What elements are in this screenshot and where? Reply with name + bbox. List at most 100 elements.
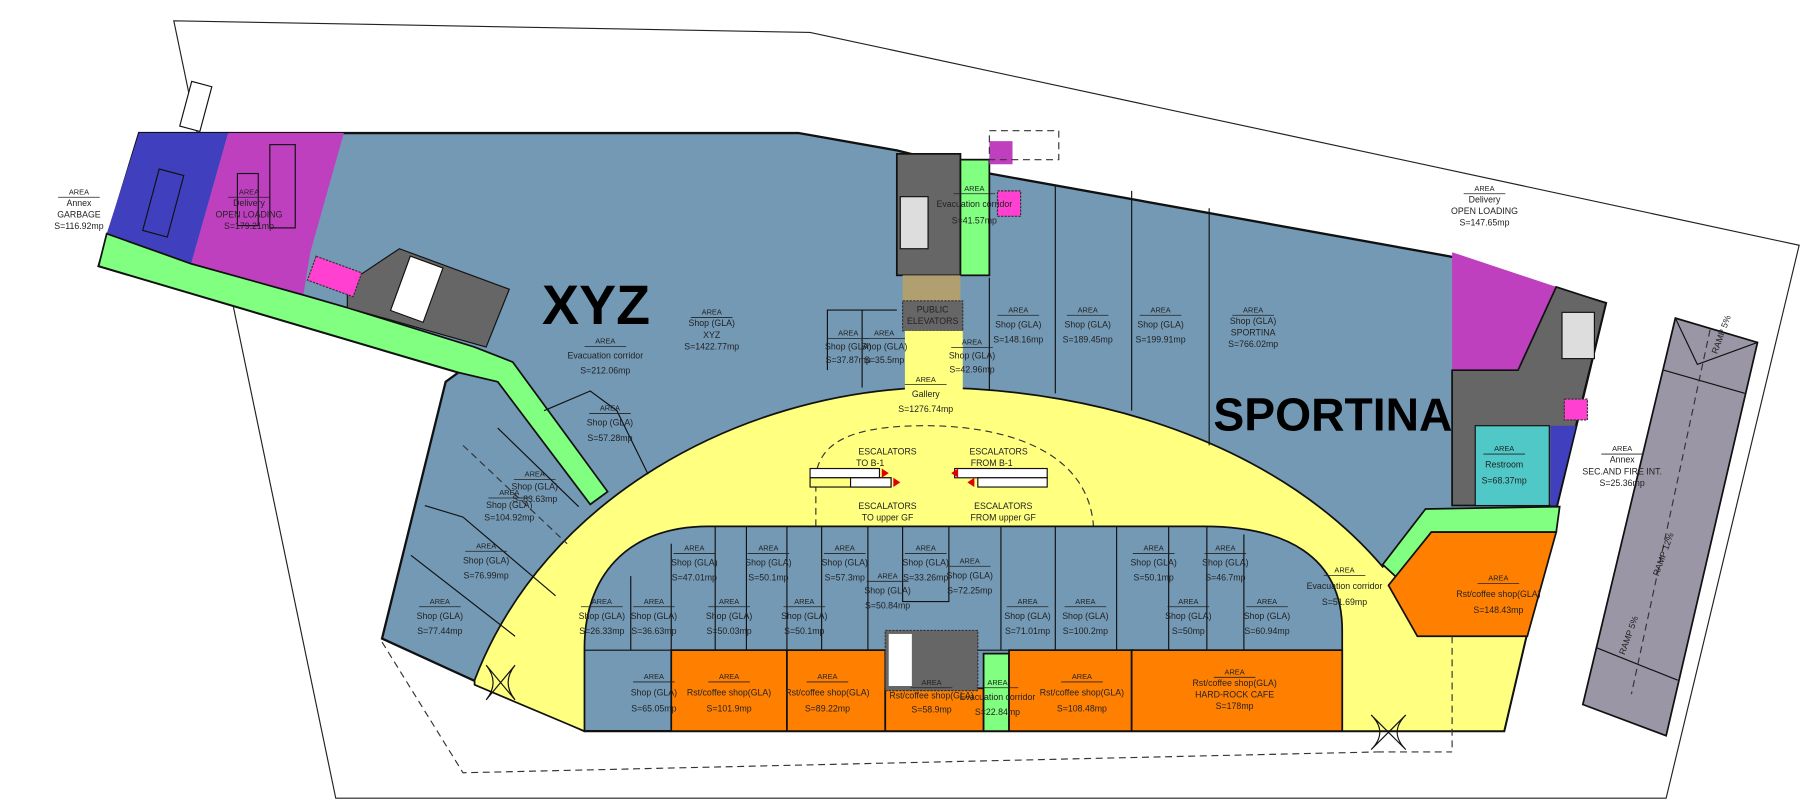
truck-outline-top [988,130,1060,161]
area-name: OPEN LOADING [216,209,283,219]
area-name: Restroom [1485,459,1523,469]
area-tag: AREA [239,187,259,196]
area-tag: AREA [916,544,936,553]
area-size: S=104.92mp [484,513,534,523]
area-name: XYZ [703,330,721,340]
area-name: Shop (GLA) [1137,319,1183,329]
elevator-right [1563,398,1589,421]
area-tag: AREA [644,672,664,681]
area-name: Shop (GLA) [995,319,1041,329]
annex-garbage-area [106,133,229,264]
ramp-lines [1674,317,1758,366]
area-size: S=83.63mp [512,494,557,504]
area-tag: AREA [1078,305,1098,314]
truck-icon [236,172,259,227]
area-tag: AREA [684,544,704,553]
escalator-label: ESCALATORS [970,447,1028,457]
area-name: Shop (GLA) [671,558,717,568]
area-name: Shop (GLA) [1165,611,1211,621]
area-name: Shop (GLA) [689,318,735,328]
escalator-arrow-icon [893,477,901,488]
area-tag: AREA [817,672,837,681]
area-tag: AREA [595,337,615,346]
area-name: Shop (GLA) [822,558,868,568]
left-shop-partitions [410,185,1210,637]
area-name: Shop (GLA) [903,558,949,568]
area-name: Shop (GLA) [486,500,532,510]
restaurant-58 [884,687,985,732]
area-name: Evacuation corridor [567,351,643,361]
area-tag: AREA [794,597,814,606]
area-name: Rst/coffee shop(GLA) [889,691,973,701]
area-size: S=179.21mp [224,221,274,231]
area-tag: AREA [476,541,496,550]
area-name: Shop (GLA) [579,611,625,621]
escalator-label: ESCALATORS [858,501,916,511]
area-size: S=25.36mp [1600,478,1645,488]
stairs-bottom [888,633,912,687]
area-tag: AREA [69,187,89,196]
area-tag: AREA [1494,444,1514,453]
area-name: Shop (GLA) [512,481,558,491]
area-size: S=47.01mp [672,573,717,583]
area-name: Delivery [1469,194,1501,204]
area-name: Annex [66,198,92,208]
area-size: S=148.16mp [993,334,1043,344]
area-size: S=89.22mp [805,703,850,713]
elevator-left [306,255,363,298]
area-size: S=766.02mp [1228,339,1278,349]
area-size: S=50.03mp [706,626,751,636]
escalator-arrow-icon [881,468,889,478]
area-tag: AREA [962,338,982,347]
area-size: S=1422.77mp [684,341,739,351]
area-tag: AREA [877,571,897,580]
stairs-right [1561,311,1595,360]
area-name: Rst/coffee shop(GLA) [1192,678,1276,688]
area-tag: AREA [1072,672,1092,681]
public-elevators [902,300,964,332]
area-name: Shop (GLA) [1130,558,1176,568]
area-size: S=65.05mp [631,703,676,713]
area-name: Shop (GLA) [587,418,633,428]
area-size: S=60.94mp [1244,626,1289,636]
area-name: Shop (GLA) [1230,316,1276,326]
area-name: GARBAGE [57,209,101,219]
area-size: S=36.63mp [631,626,676,636]
delivery-area-right [1452,252,1557,371]
escalator-arrow-icon [967,477,975,488]
area-size: S=46.7mp [1205,573,1245,583]
area-size: S=50.1mp [784,626,824,636]
area-name: Shop (GLA) [1202,558,1248,568]
restaurant-89 [786,649,887,732]
area-size: S=51.69mp [1322,597,1367,607]
area-name: Shop (GLA) [1065,319,1111,329]
gallery-corridor [904,330,963,392]
area-tag: AREA [1334,566,1354,575]
annex-sec-fire-area [1550,425,1576,506]
area-size: S=147.65mp [1459,218,1509,228]
area-labels: AREAAnnexGARBAGES=116.92mpAREADeliveryOP… [54,184,1662,717]
public-elevators-label: ELEVATORS [907,316,958,326]
area-name: Shop (GLA) [947,570,993,580]
gallery-area [473,386,1558,733]
area-tag: AREA [960,556,980,565]
